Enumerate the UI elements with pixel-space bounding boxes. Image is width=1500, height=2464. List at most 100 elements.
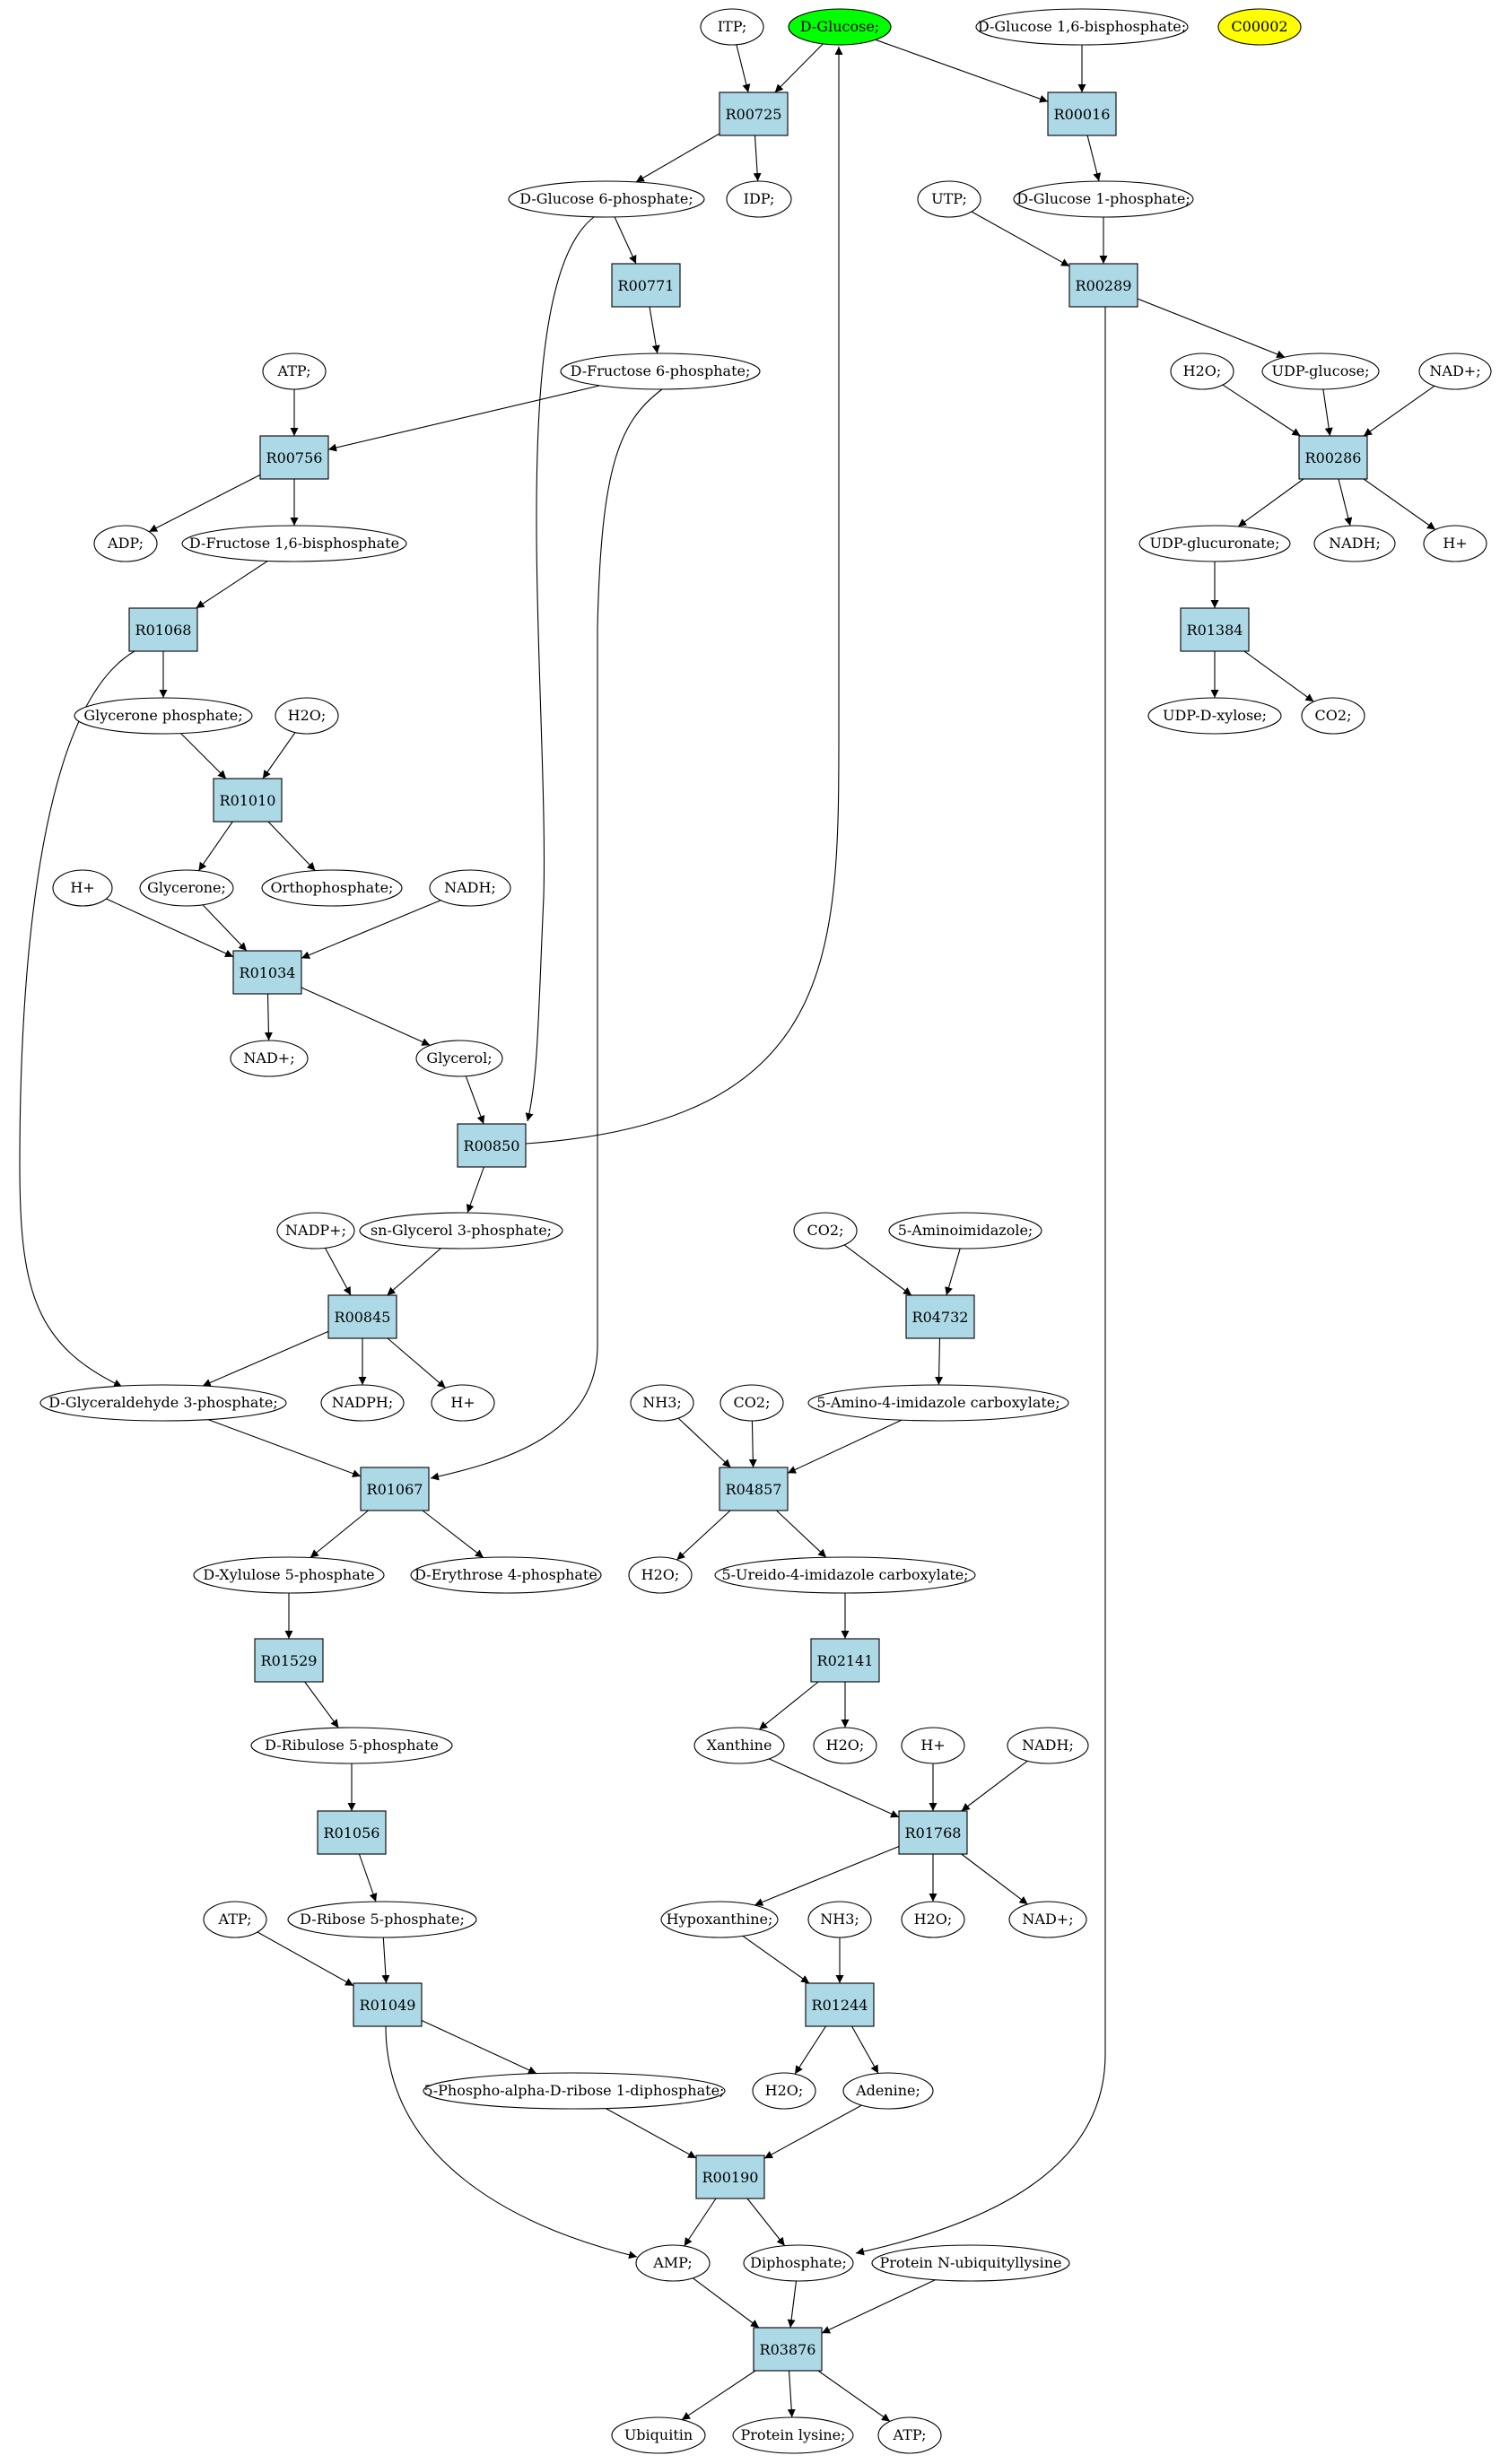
compound-node-d-glucose[interactable]: D-Glucose;: [788, 8, 892, 46]
reaction-node-r01768[interactable]: R01768: [898, 1810, 968, 1855]
reaction-label: R00016: [1054, 106, 1111, 123]
reaction-node-r00289[interactable]: R00289: [1068, 263, 1138, 308]
compound-node-h-r01768[interactable]: H+: [901, 1727, 965, 1764]
compound-label: H+: [70, 879, 94, 896]
compound-node-udp-glucose[interactable]: UDP-glucose;: [1261, 353, 1380, 390]
compound-node-hypoxanthine[interactable]: Hypoxanthine;: [660, 1901, 779, 1938]
compound-node-adp[interactable]: ADP;: [93, 525, 158, 562]
compound-node-h2o-r01244[interactable]: H2O;: [752, 2072, 816, 2110]
compound-node-nadh-r01034[interactable]: NADH;: [429, 869, 511, 907]
compound-node-uic[interactable]: 5-Ureido-4-imidazole carboxylate;: [714, 1556, 976, 1594]
compound-node-h2o-r00286[interactable]: H2O;: [1170, 353, 1234, 390]
compound-node-h2o-r02141[interactable]: H2O;: [813, 1727, 877, 1764]
compound-ellipse: [732, 2416, 854, 2454]
compound-node-h2o-r01768[interactable]: H2O;: [901, 1901, 965, 1938]
reaction-node-r01010[interactable]: R01010: [213, 778, 283, 823]
compound-node-adenine[interactable]: Adenine;: [842, 2072, 934, 2110]
compound-node-co2-r01384[interactable]: CO2;: [1301, 697, 1365, 735]
reaction-node-r02141[interactable]: R02141: [810, 1638, 880, 1683]
compound-node-g1p[interactable]: D-Glucose 1-phosphate;: [1013, 180, 1194, 218]
compound-ellipse: [660, 1901, 779, 1938]
compound-node-protein-lysine[interactable]: Protein lysine;: [732, 2416, 854, 2454]
compound-node-orthophosphate[interactable]: Orthophosphate;: [261, 869, 403, 907]
compound-node-atp2[interactable]: ATP;: [203, 1901, 267, 1938]
compound-node-nadh-r00286[interactable]: NADH;: [1313, 525, 1396, 562]
compound-node-nad-r01034[interactable]: NAD+;: [230, 1040, 309, 1077]
reaction-node-r00016[interactable]: R00016: [1047, 91, 1117, 136]
reaction-node-r00725[interactable]: R00725: [719, 91, 789, 136]
reaction-node-r01067[interactable]: R01067: [360, 1467, 430, 1511]
reaction-node-r01529[interactable]: R01529: [254, 1638, 324, 1683]
compound-node-nad-r01768[interactable]: NAD+;: [1008, 1901, 1087, 1938]
compound-node-c00002[interactable]: C00002: [1217, 8, 1302, 46]
reaction-node-r00756[interactable]: R00756: [259, 435, 329, 480]
compound-node-f6p[interactable]: D-Fructose 6-phosphate;: [560, 353, 761, 390]
reaction-node-r00850[interactable]: R00850: [457, 1123, 527, 1168]
compound-label: H2O;: [288, 707, 327, 724]
compound-node-h-r00286[interactable]: H+: [1423, 525, 1487, 562]
compound-node-nh3-r01244[interactable]: NH3;: [807, 1901, 872, 1938]
edges-layer: [19, 39, 1436, 2422]
compound-node-amp[interactable]: AMP;: [635, 2244, 711, 2282]
edge-R00725-to-g6p: [635, 133, 720, 183]
reaction-node-r00190[interactable]: R00190: [695, 2155, 765, 2199]
reaction-node-r01034[interactable]: R01034: [232, 950, 302, 995]
compound-node-fbp[interactable]: D-Fructose 1,6-bisphosphate: [181, 525, 407, 562]
compound-node-nadp[interactable]: NADP+;: [276, 1212, 355, 1249]
compound-node-h2o-r01010[interactable]: H2O;: [275, 697, 339, 735]
compound-node-aic[interactable]: 5-Amino-4-imidazole carboxylate;: [807, 1384, 1069, 1422]
compound-node-co2-r04857[interactable]: CO2;: [719, 1384, 784, 1422]
compound-node-nadph[interactable]: NADPH;: [320, 1384, 405, 1422]
reaction-node-r01056[interactable]: R01056: [317, 1810, 387, 1855]
compound-node-idp[interactable]: IDP;: [726, 180, 792, 218]
compound-ellipse: [262, 353, 327, 390]
compound-node-glycerone[interactable]: Glycerone;: [139, 869, 234, 907]
compound-node-utp[interactable]: UTP;: [917, 180, 981, 218]
reaction-node-r01049[interactable]: R01049: [353, 1982, 423, 2027]
edge-R03876-to-ubiquitin: [681, 2370, 756, 2421]
reaction-node-r00771[interactable]: R00771: [611, 263, 681, 308]
compound-node-ru5p[interactable]: D-Ribulose 5-phosphate: [250, 1727, 453, 1764]
compound-ellipse: [628, 1556, 693, 1594]
edge-ubq-lysine-to-R03876: [821, 2279, 936, 2334]
compound-node-r5p[interactable]: D-Ribose 5-phosphate;: [287, 1901, 477, 1938]
compound-node-nadh-r01768[interactable]: NADH;: [1007, 1727, 1089, 1764]
compound-node-aminoimidazole[interactable]: 5-Aminoimidazole;: [888, 1212, 1042, 1249]
reaction-node-r01384[interactable]: R01384: [1180, 607, 1250, 652]
compound-node-atp1[interactable]: ATP;: [262, 353, 327, 390]
compound-label: NH3;: [642, 1394, 682, 1411]
compound-node-h-r00845[interactable]: H+: [431, 1384, 495, 1422]
reaction-node-r04857[interactable]: R04857: [719, 1467, 789, 1511]
compound-node-dhap[interactable]: Glycerone phosphate;: [74, 697, 253, 735]
compound-node-xanthine[interactable]: Xanthine: [693, 1727, 785, 1764]
compound-label: NAD+;: [1022, 1911, 1073, 1928]
reaction-node-r04732[interactable]: R04732: [905, 1294, 975, 1339]
reaction-node-r03876[interactable]: R03876: [753, 2327, 823, 2372]
compound-node-ubq-lysine[interactable]: Protein N-ubiquityllysine: [871, 2244, 1070, 2282]
compound-node-g6p[interactable]: D-Glucose 6-phosphate;: [508, 180, 705, 218]
reaction-node-r01244[interactable]: R01244: [805, 1982, 875, 2027]
compound-label: UDP-glucuronate;: [1150, 535, 1280, 552]
compound-node-g3p[interactable]: sn-Glycerol 3-phosphate;: [359, 1212, 563, 1249]
compound-node-udp-glucuronate[interactable]: UDP-glucuronate;: [1138, 525, 1291, 562]
compound-node-e4p[interactable]: D-Erythrose 4-phosphate: [410, 1556, 602, 1594]
compound-node-glc16bp[interactable]: D-Glucose 1,6-bisphosphate;: [975, 8, 1189, 46]
compound-label: ADP;: [107, 535, 144, 552]
compound-node-co2-r04732[interactable]: CO2;: [793, 1212, 858, 1249]
reaction-node-r01068[interactable]: R01068: [128, 607, 198, 652]
compound-node-nh3-r04857[interactable]: NH3;: [630, 1384, 694, 1422]
compound-node-glycerol[interactable]: Glycerol;: [415, 1040, 503, 1077]
compound-node-nad-r00286[interactable]: NAD+;: [1418, 353, 1492, 390]
compound-node-atp3[interactable]: ATP;: [877, 2416, 942, 2454]
reaction-node-r00845[interactable]: R00845: [327, 1294, 397, 1339]
reaction-node-r00286[interactable]: R00286: [1298, 435, 1368, 480]
compound-node-gap[interactable]: D-Glyceraldehyde 3-phosphate;: [39, 1384, 287, 1422]
compound-node-xu5p[interactable]: D-Xylulose 5-phosphate: [193, 1556, 385, 1594]
compound-node-diphosphate[interactable]: Diphosphate;: [743, 2244, 854, 2282]
compound-node-h2o-r04857[interactable]: H2O;: [628, 1556, 693, 1594]
compound-node-prpp[interactable]: 5-Phospho-alpha-D-ribose 1-diphosphate;: [423, 2072, 726, 2110]
compound-node-h-r01034[interactable]: H+: [52, 869, 113, 907]
compound-node-ubiquitin[interactable]: Ubiquitin: [611, 2416, 706, 2454]
compound-node-udp-xylose[interactable]: UDP-D-xylose;: [1147, 697, 1282, 735]
compound-node-itp[interactable]: ITP;: [700, 8, 764, 46]
